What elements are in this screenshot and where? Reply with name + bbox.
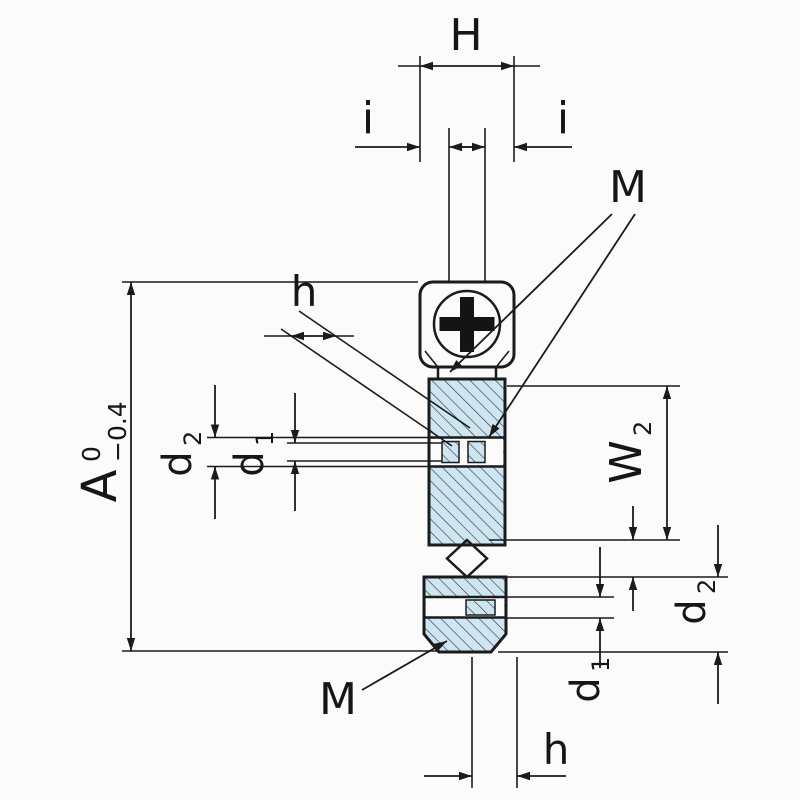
hole-wall-left-hatch xyxy=(442,441,459,463)
dim-label-A-base: A xyxy=(72,469,128,502)
dim-label-d1-right-sub: 1 xyxy=(587,657,615,672)
dim-label-h-bottom: h xyxy=(543,725,570,774)
dim-label-H: H xyxy=(449,10,482,61)
dim-label-i-left: i xyxy=(362,93,374,144)
hole-wall-right-hatch xyxy=(468,441,485,463)
dim-label-d2-left: d 2 xyxy=(155,431,207,477)
head-chamfer-left xyxy=(424,350,438,367)
dimension-h-top: h xyxy=(264,267,471,447)
dim-label-i-right: i xyxy=(557,93,569,144)
callout-M-bottom: M xyxy=(319,640,448,725)
thread-label-M-bottom: M xyxy=(319,674,357,725)
leader-line xyxy=(361,640,448,691)
stud-outline xyxy=(422,575,508,654)
dim-label-d1-right: d 1 xyxy=(563,657,615,703)
extension-line-oblique xyxy=(298,310,471,429)
dimension-d2-right: d 2 xyxy=(498,525,728,704)
dim-label-d1-left-base: d xyxy=(227,451,273,476)
dim-label-d2-right: d 2 xyxy=(669,579,721,625)
dimension-d1-left: d 1 xyxy=(227,393,442,511)
dimension-d1-right: d 1 xyxy=(507,547,615,703)
dimension-h-bottom: h xyxy=(424,657,569,788)
callout-M-top: M xyxy=(449,162,647,438)
dim-label-h-top: h xyxy=(291,267,318,316)
part-cross-section xyxy=(418,280,516,654)
thread-label-M-top: M xyxy=(609,162,647,213)
dimension-i-left: i xyxy=(355,93,478,281)
dim-label-d2-right-sub: 2 xyxy=(693,579,721,594)
dimension-d2-left: d 2 xyxy=(155,385,429,519)
stud-hole-wall-hatch xyxy=(466,600,495,615)
leader-line xyxy=(488,213,636,438)
dim-label-W2: W 2 xyxy=(601,421,657,484)
dim-label-A: A 0 −0.4 xyxy=(72,401,132,502)
leader-line xyxy=(449,213,613,373)
screw-head xyxy=(418,280,516,369)
phillips-cross-icon xyxy=(439,297,495,352)
body-outline xyxy=(427,377,507,547)
dimension-i-right: i xyxy=(456,93,572,281)
dim-label-A-tol-upper: 0 xyxy=(77,446,106,462)
dim-label-d1-right-base: d xyxy=(563,677,609,702)
extension-line-oblique xyxy=(280,328,453,447)
dim-label-d1-left: d 1 xyxy=(227,431,279,477)
dimension-W2: W 2 xyxy=(489,385,680,541)
dim-label-d1-left-sub: 1 xyxy=(251,431,279,446)
dim-label-W2-sub: 2 xyxy=(629,421,657,436)
head-chamfer-right xyxy=(496,350,510,367)
dim-label-A-tol-lower: −0.4 xyxy=(103,401,132,462)
dim-label-d2-left-base: d xyxy=(155,451,201,476)
dimension-A: A 0 −0.4 xyxy=(72,281,440,652)
dim-label-W2-base: W xyxy=(601,440,652,484)
dimension-H: H xyxy=(398,10,540,162)
dim-label-d2-right-base: d xyxy=(669,599,715,624)
dim-label-d2-left-sub: 2 xyxy=(179,431,207,446)
